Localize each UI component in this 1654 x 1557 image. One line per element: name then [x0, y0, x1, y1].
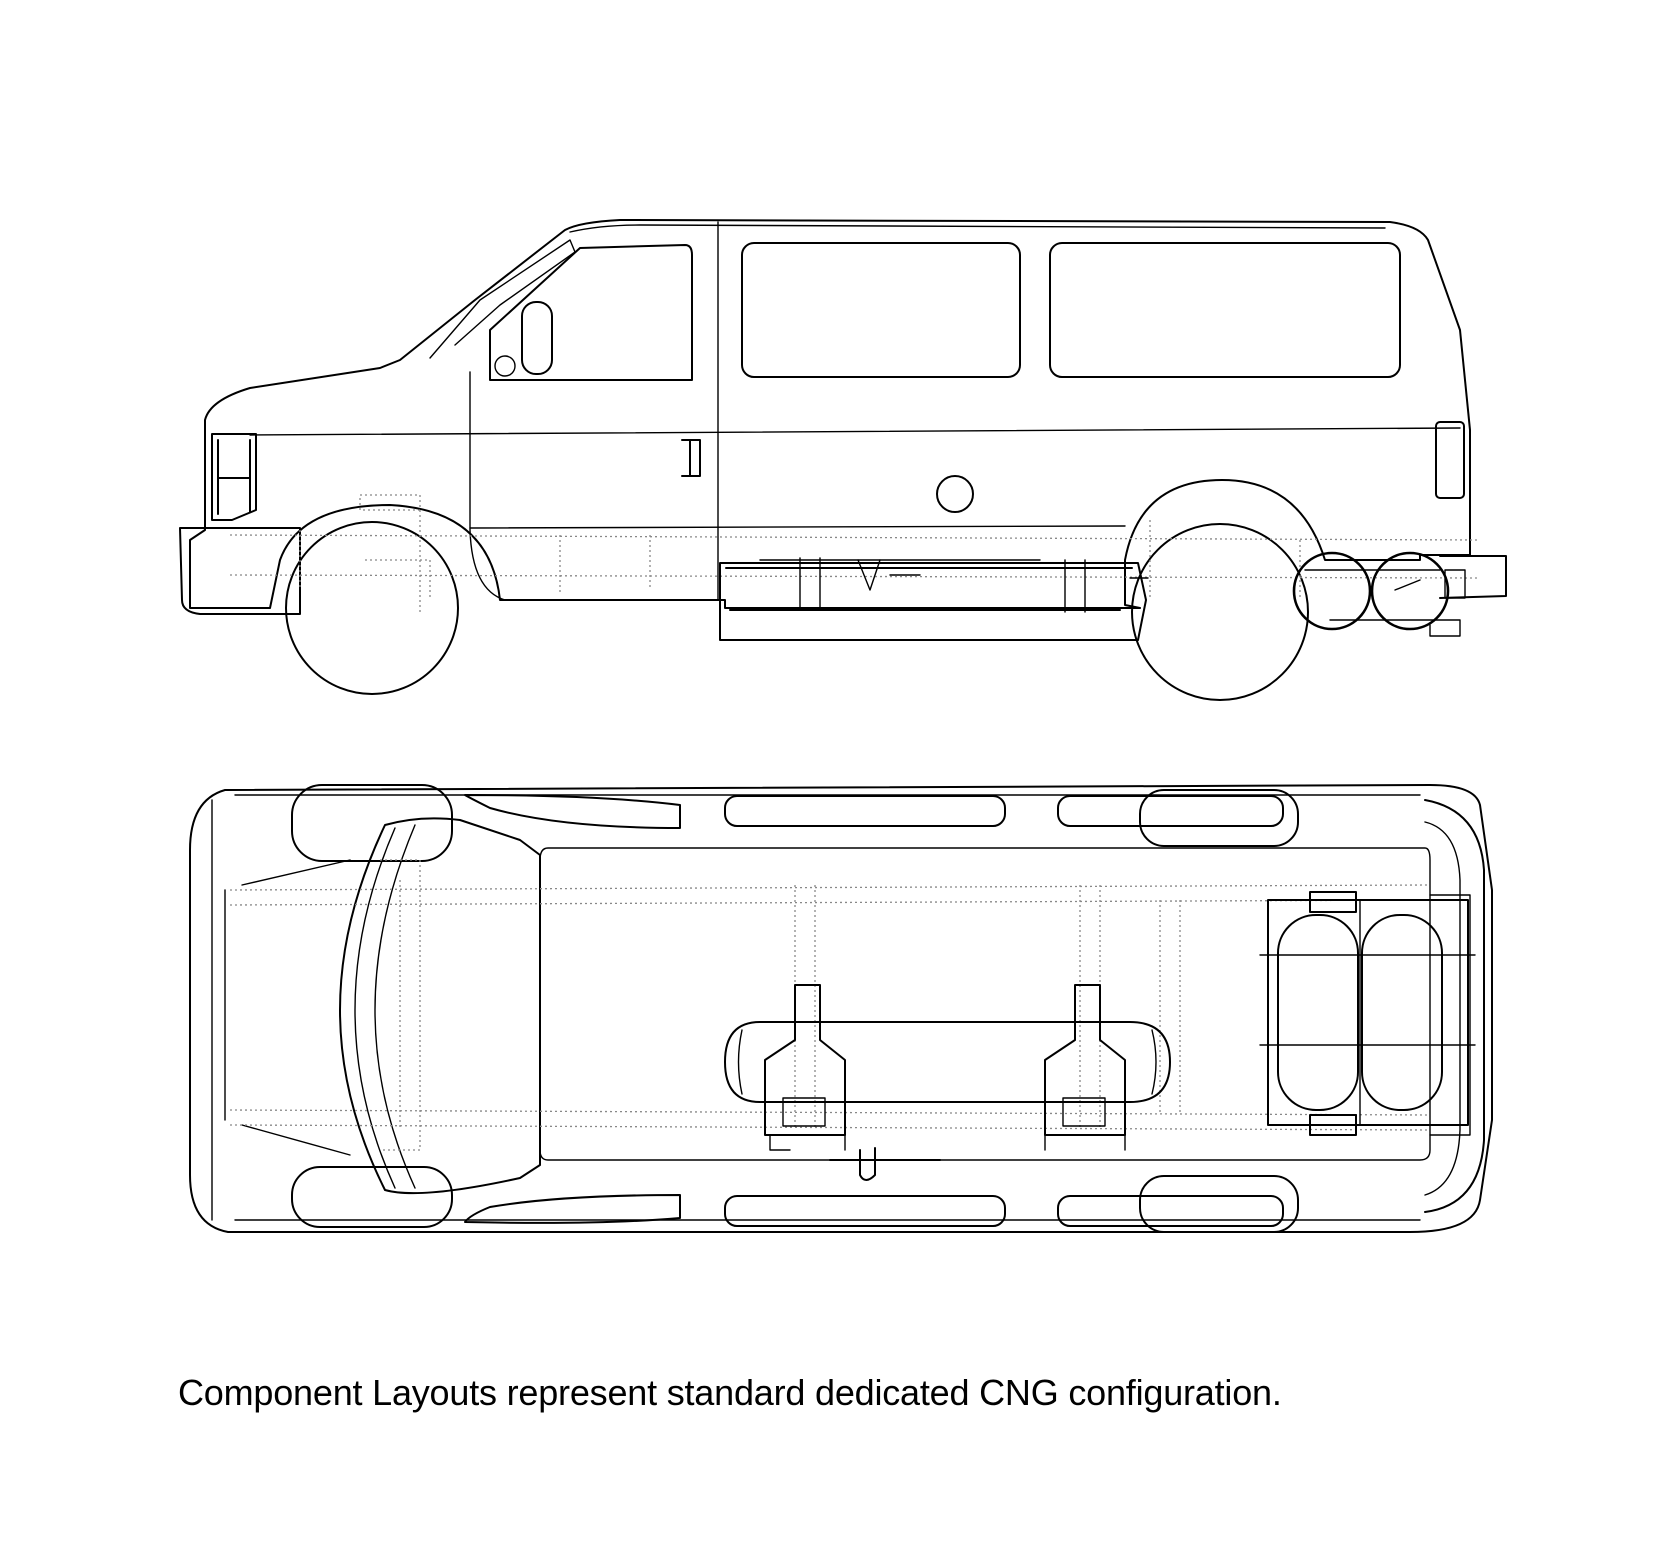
rear-cng-tank-1 — [1292, 551, 1372, 631]
diagram-caption: Component Layouts represent standard ded… — [178, 1372, 1282, 1413]
front-left-fender — [291, 784, 453, 862]
van-side-view — [179, 219, 1507, 701]
windshield-top — [354, 824, 416, 1189]
rear-cng-tank-top-2 — [1361, 914, 1443, 1111]
van-body-outline — [189, 219, 1471, 609]
fuel-door — [936, 475, 974, 513]
roof-cargo-area — [539, 847, 1431, 1161]
front-wheel — [285, 521, 459, 695]
rear-right-fender — [1139, 1175, 1299, 1233]
top-cng-tank — [724, 1021, 1171, 1103]
rear-wheel — [1131, 523, 1309, 701]
front-door-window — [489, 244, 693, 381]
hood — [339, 817, 541, 1195]
frame-rail-side — [229, 494, 1481, 615]
door-handle — [681, 439, 701, 477]
front-door — [469, 221, 719, 601]
rear-doors — [1424, 799, 1485, 1213]
tail-light — [1435, 421, 1465, 499]
side-mirror — [521, 301, 553, 375]
middle-window — [741, 242, 1021, 378]
front-right-fender — [291, 1166, 453, 1228]
rear-cng-tank-2 — [1370, 551, 1450, 631]
headlight — [211, 433, 257, 521]
side-cng-tank — [719, 562, 1147, 641]
van-top-body-outline — [189, 784, 1493, 1233]
rear-cng-tank-top-1 — [1277, 914, 1359, 1111]
van-top-view — [189, 784, 1493, 1233]
rear-left-fender — [1139, 789, 1299, 847]
fuel-line-component — [829, 1147, 941, 1181]
tank-bracket-rear — [1044, 984, 1126, 1136]
rear-side-window — [1049, 242, 1401, 378]
rear-bumper — [1439, 555, 1507, 599]
rear-tank-bracket-bottom — [1309, 1114, 1357, 1136]
frame-rails-top — [229, 859, 1431, 1151]
rear-tank-bracket-top — [1309, 891, 1357, 913]
windshield — [429, 239, 576, 359]
front-bumper — [179, 527, 301, 615]
